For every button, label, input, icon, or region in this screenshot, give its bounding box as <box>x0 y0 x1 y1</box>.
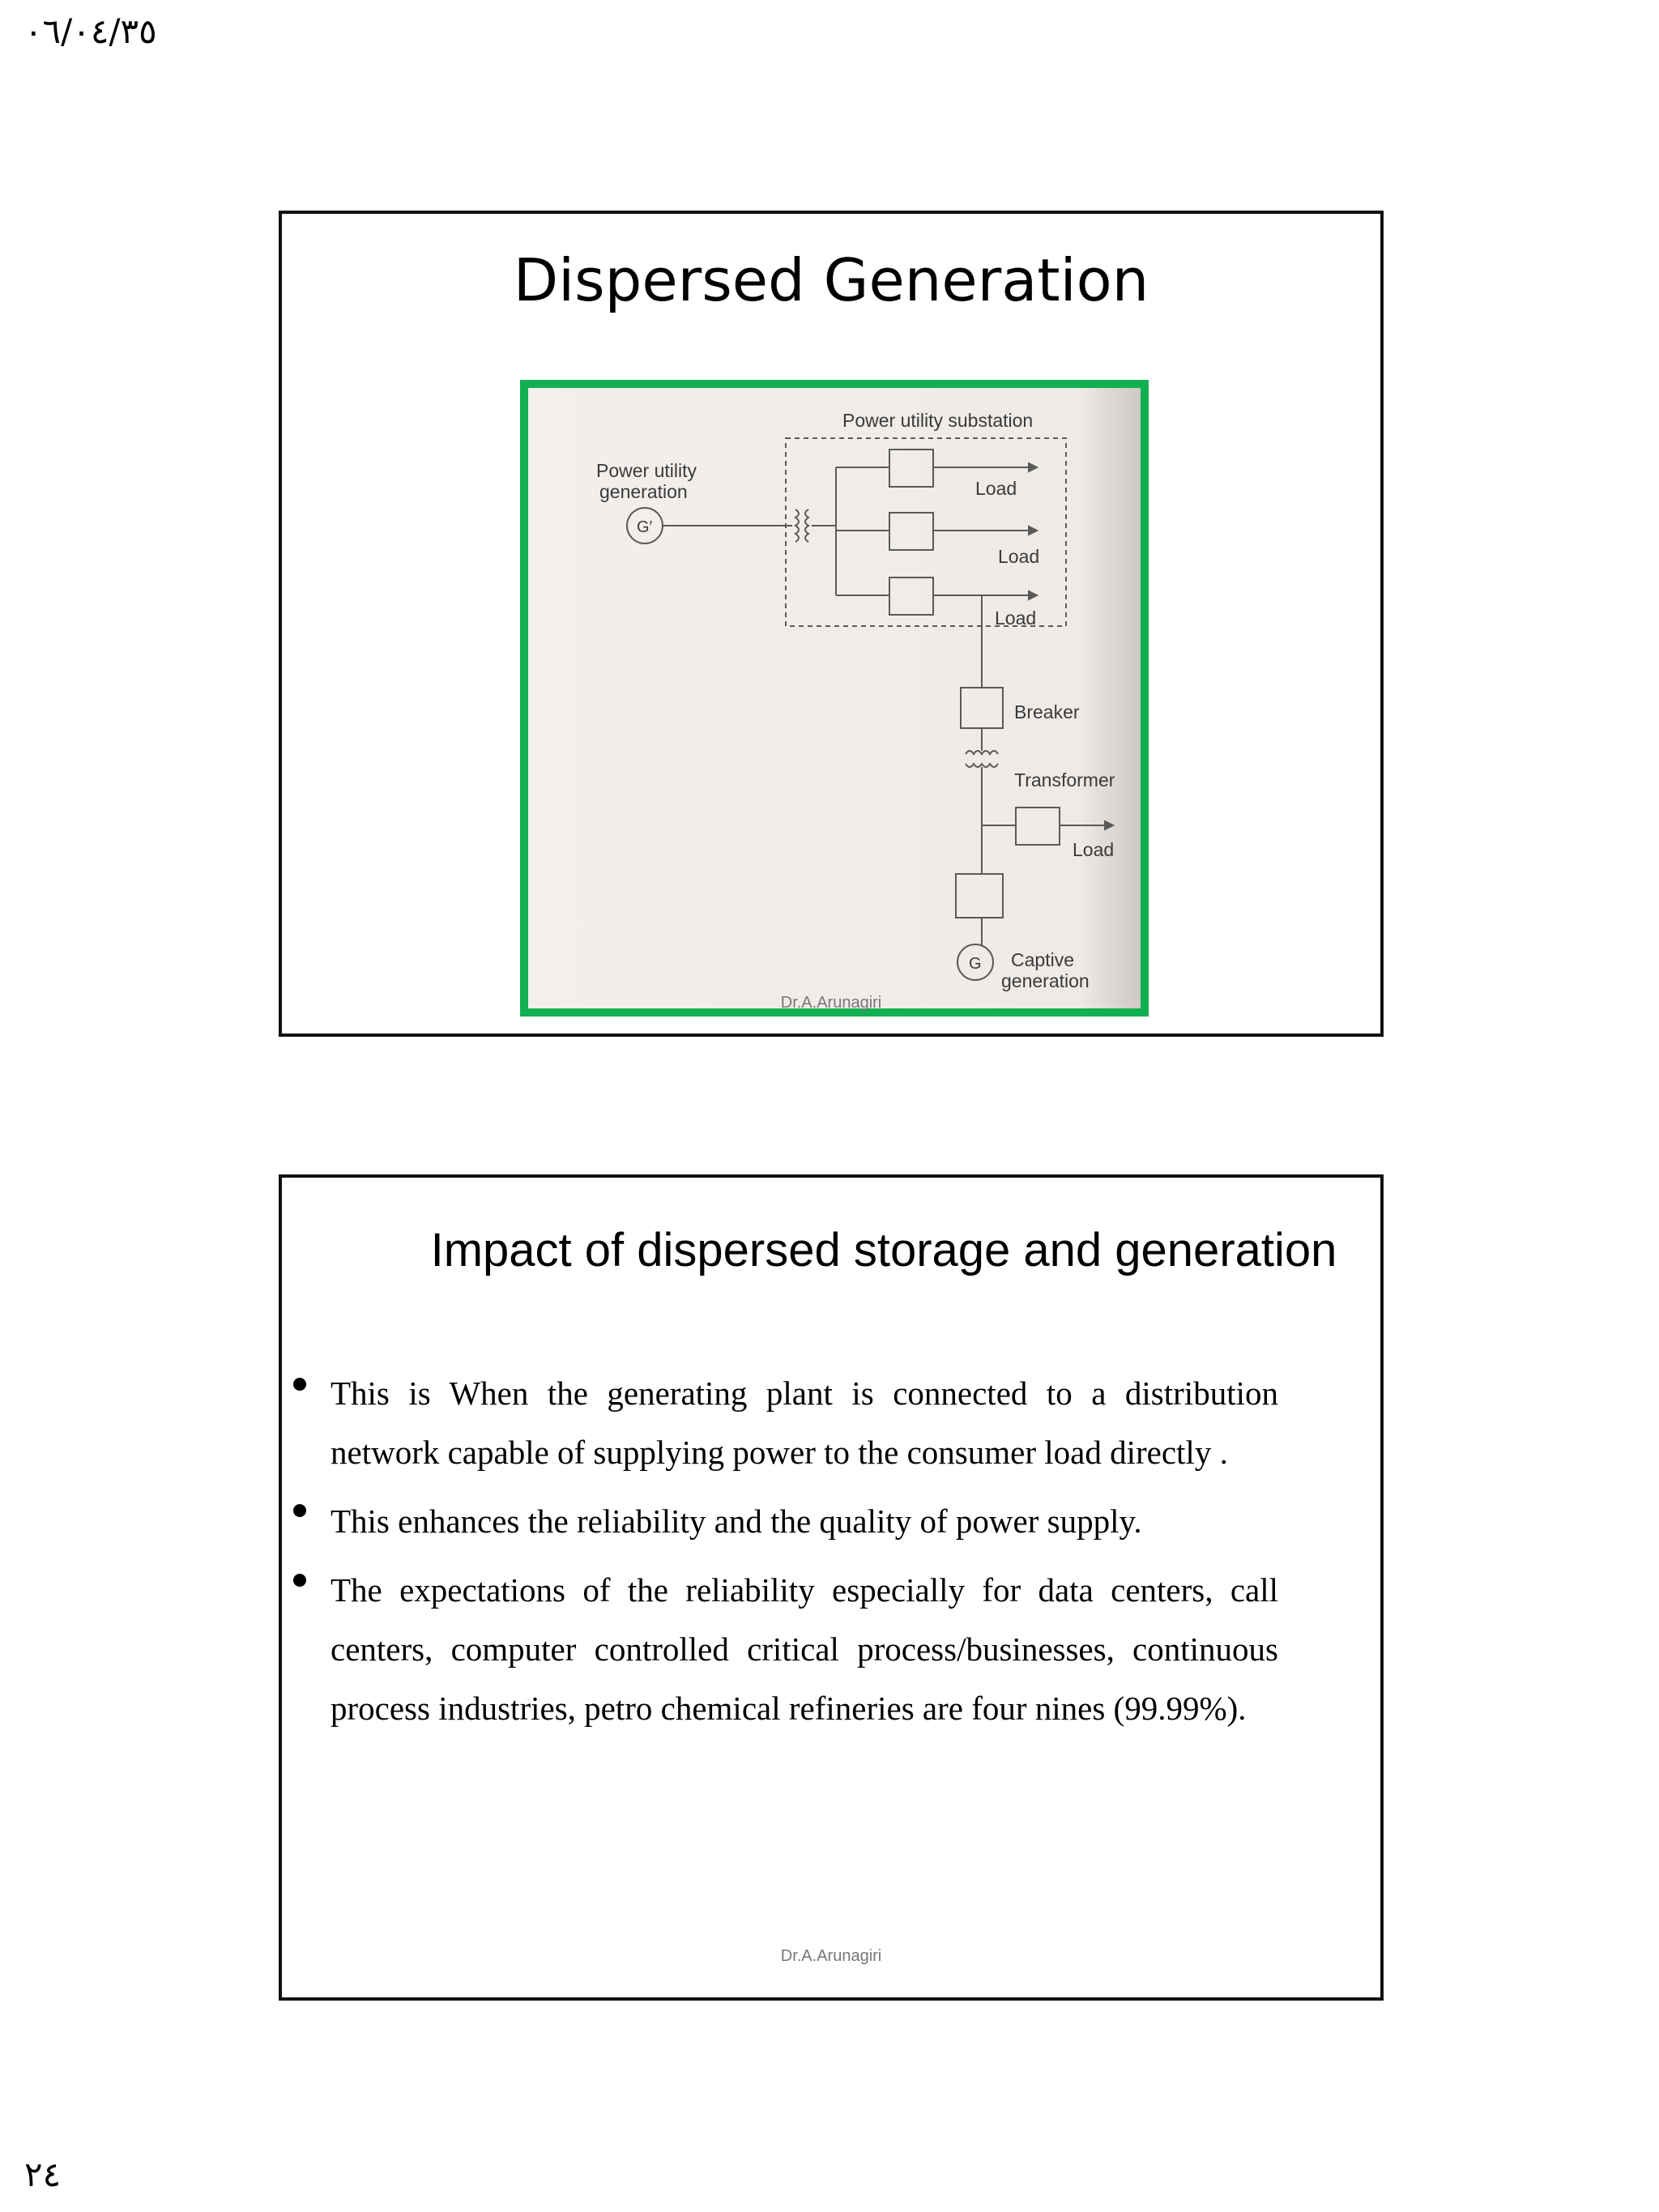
slide-dispersed-generation: Dispersed Generation <box>279 211 1384 1037</box>
slide-impact-dispersed-storage: Impact of dispersed storage and generati… <box>279 1174 1384 2001</box>
bullet-text: The expectations of the reliability espe… <box>331 1571 1278 1727</box>
utility-gen-label-line2: generation <box>599 481 688 502</box>
page-number: ٢٤ <box>24 2154 62 2194</box>
date-header: ٠٦/٠٤/٣٥ <box>24 11 157 51</box>
load-1-arrow <box>1028 462 1039 473</box>
bullet-markers <box>293 1378 306 1587</box>
captive-generator-symbol <box>957 944 994 981</box>
slide-footer: Dr.A.Arunagiri <box>780 1947 882 1965</box>
load-3-arrow <box>1028 590 1039 601</box>
breaker-label: Breaker <box>1014 701 1080 722</box>
substation-boundary <box>785 437 1067 627</box>
load-2-label: Load <box>998 546 1039 567</box>
slide-title: Impact of dispersed storage and generati… <box>430 1224 1337 1276</box>
transformer-label: Transformer <box>1014 769 1115 791</box>
bullet-dot-icon <box>293 1574 306 1587</box>
bullet-list: This is When the generating plant is con… <box>331 1364 1278 1748</box>
bullet-text: This enhances the reliability and the qu… <box>331 1502 1142 1540</box>
diagram-svg: Power utility substation Power utility g… <box>528 388 1141 1008</box>
load-1-label: Load <box>975 478 1017 499</box>
bullet-dot-icon <box>293 1378 306 1391</box>
captive-label-line2: generation <box>1001 970 1090 991</box>
load-4-label: Load <box>1073 839 1114 860</box>
load-3-label: Load <box>995 607 1036 629</box>
substation-label: Power utility substation <box>842 410 1033 431</box>
bullet-dot-icon <box>293 1504 306 1517</box>
utility-gen-symbol-label: G′ <box>637 518 653 536</box>
bullet-item: The expectations of the reliability espe… <box>331 1561 1278 1738</box>
bullet-item: This enhances the reliability and the qu… <box>331 1492 1278 1551</box>
slide-title: Dispersed Generation <box>513 246 1149 314</box>
substation-transformer-icon <box>794 509 810 543</box>
tie-transformer-icon <box>965 750 999 768</box>
load-4-arrow <box>1104 820 1115 831</box>
load-2-arrow <box>1028 525 1039 536</box>
captive-gen-breaker <box>955 873 1004 918</box>
captive-label-line1: Captive <box>1011 949 1074 970</box>
bullet-item: This is When the generating plant is con… <box>331 1364 1278 1482</box>
slide-footer: Dr.A.Arunagiri <box>780 994 882 1012</box>
distribution-diagram: Power utility substation Power utility g… <box>520 380 1149 1016</box>
captive-gen-symbol-label: G <box>969 955 982 973</box>
scan-background <box>528 388 1141 1008</box>
bullet-text: This is When the generating plant is con… <box>331 1375 1278 1471</box>
utility-gen-label-line1: Power utility <box>596 460 697 481</box>
